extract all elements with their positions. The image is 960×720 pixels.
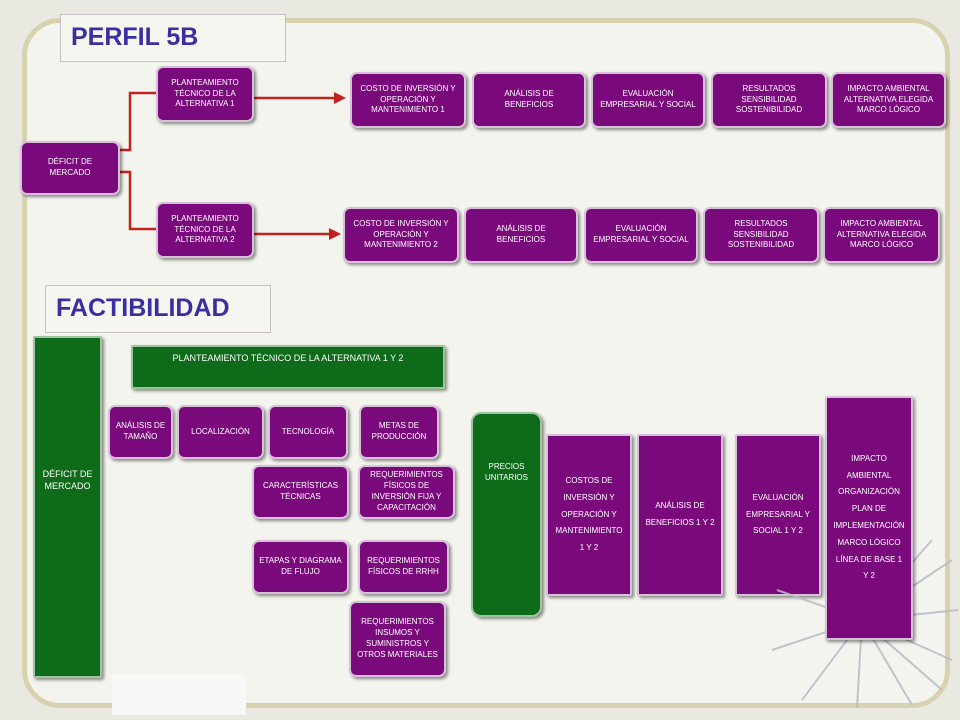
req-fisicos-inversion-box: REQUERIMIENTOS FÍSICOS DE INVERSIÓN FIJA… [358, 465, 455, 519]
localizacion-box: LOCALIZACIÓN [177, 405, 264, 459]
row1-beneficios-box: ANÁLISIS DE BENEFICIOS [472, 72, 586, 128]
branch-arrow-1 [120, 91, 156, 152]
perfil-title: PERFIL 5B [60, 14, 286, 62]
branch-arrow-2 [120, 170, 156, 231]
arrowhead-2 [329, 228, 341, 240]
arrowhead-1 [334, 92, 346, 104]
row2-beneficios-box: ANÁLISIS DE BENEFICIOS [464, 207, 578, 263]
caracteristicas-tecnicas-box: CARACTERÍSTICAS TÉCNICAS [252, 465, 349, 519]
fact-planteamiento-box: PLANTEAMIENTO TÉCNICO DE LA ALTERNATIVA … [131, 345, 445, 389]
perfil-alt2-box: PLANTEAMIENTO TÉCNICO DE LA ALTERNATIVA … [156, 202, 254, 258]
analisis-tamano-box: ANÁLISIS DE TAMAÑO [108, 405, 173, 459]
fact-impacto-box: IMPACTO AMBIENTAL ORGANIZACIÓN PLAN DE I… [825, 396, 913, 640]
fact-evaluacion-box: EVALUACIÓN EMPRESARIAL Y SOCIAL 1 Y 2 [735, 434, 821, 596]
req-rrhh-box: REQUERIMIENTOS FÍSICOS DE RRHH [358, 540, 449, 594]
tecnologia-box: TECNOLOGÍA [268, 405, 348, 459]
row1-evaluacion-box: EVALUACIÓN EMPRESARIAL Y SOCIAL [591, 72, 705, 128]
row2-resultados-box: RESULTADOS SENSIBILIDAD SOSTENIBILIDAD [703, 207, 819, 263]
row1-resultados-box: RESULTADOS SENSIBILIDAD SOSTENIBILIDAD [711, 72, 827, 128]
req-insumos-box: REQUERIMIENTOS INSUMOS Y SUMINISTROS Y O… [349, 601, 446, 677]
metas-produccion-box: METAS DE PRODUCCIÓN [359, 405, 439, 459]
row2-evaluacion-box: EVALUACIÓN EMPRESARIAL Y SOCIAL [584, 207, 698, 263]
fact-beneficios-box: ANÁLISIS DE BENEFICIOS 1 Y 2 [637, 434, 723, 596]
perfil-deficit-box: DÉFICIT DE MERCADO [20, 141, 120, 195]
perfil-alt1-box: PLANTEAMIENTO TÉCNICO DE LA ALTERNATIVA … [156, 66, 254, 122]
row2-impacto-box: IMPACTO AMBIENTAL ALTERNATIVA ELEGIDA MA… [823, 207, 940, 263]
row2-costo-box: COSTO DE INVERSIÓN Y OPERACIÓN Y MANTENI… [343, 207, 459, 263]
blank-patch [112, 675, 246, 715]
row1-costo-box: COSTO DE INVERSIÓN Y OPERACIÓN Y MANTENI… [350, 72, 466, 128]
fact-deficit-box: DÉFICIT DE MERCADO [33, 336, 102, 678]
precios-unitarios-box: PRECIOS UNITARIOS [471, 412, 542, 617]
row1-impacto-box: IMPACTO AMBIENTAL ALTERNATIVA ELEGIDA MA… [831, 72, 946, 128]
etapas-diagrama-box: ETAPAS Y DIAGRAMA DE FLUJO [252, 540, 349, 594]
factibilidad-title: FACTIBILIDAD [45, 285, 271, 333]
fact-costos-box: COSTOS DE INVERSIÓN Y OPERACIÓN Y MANTEN… [546, 434, 632, 596]
